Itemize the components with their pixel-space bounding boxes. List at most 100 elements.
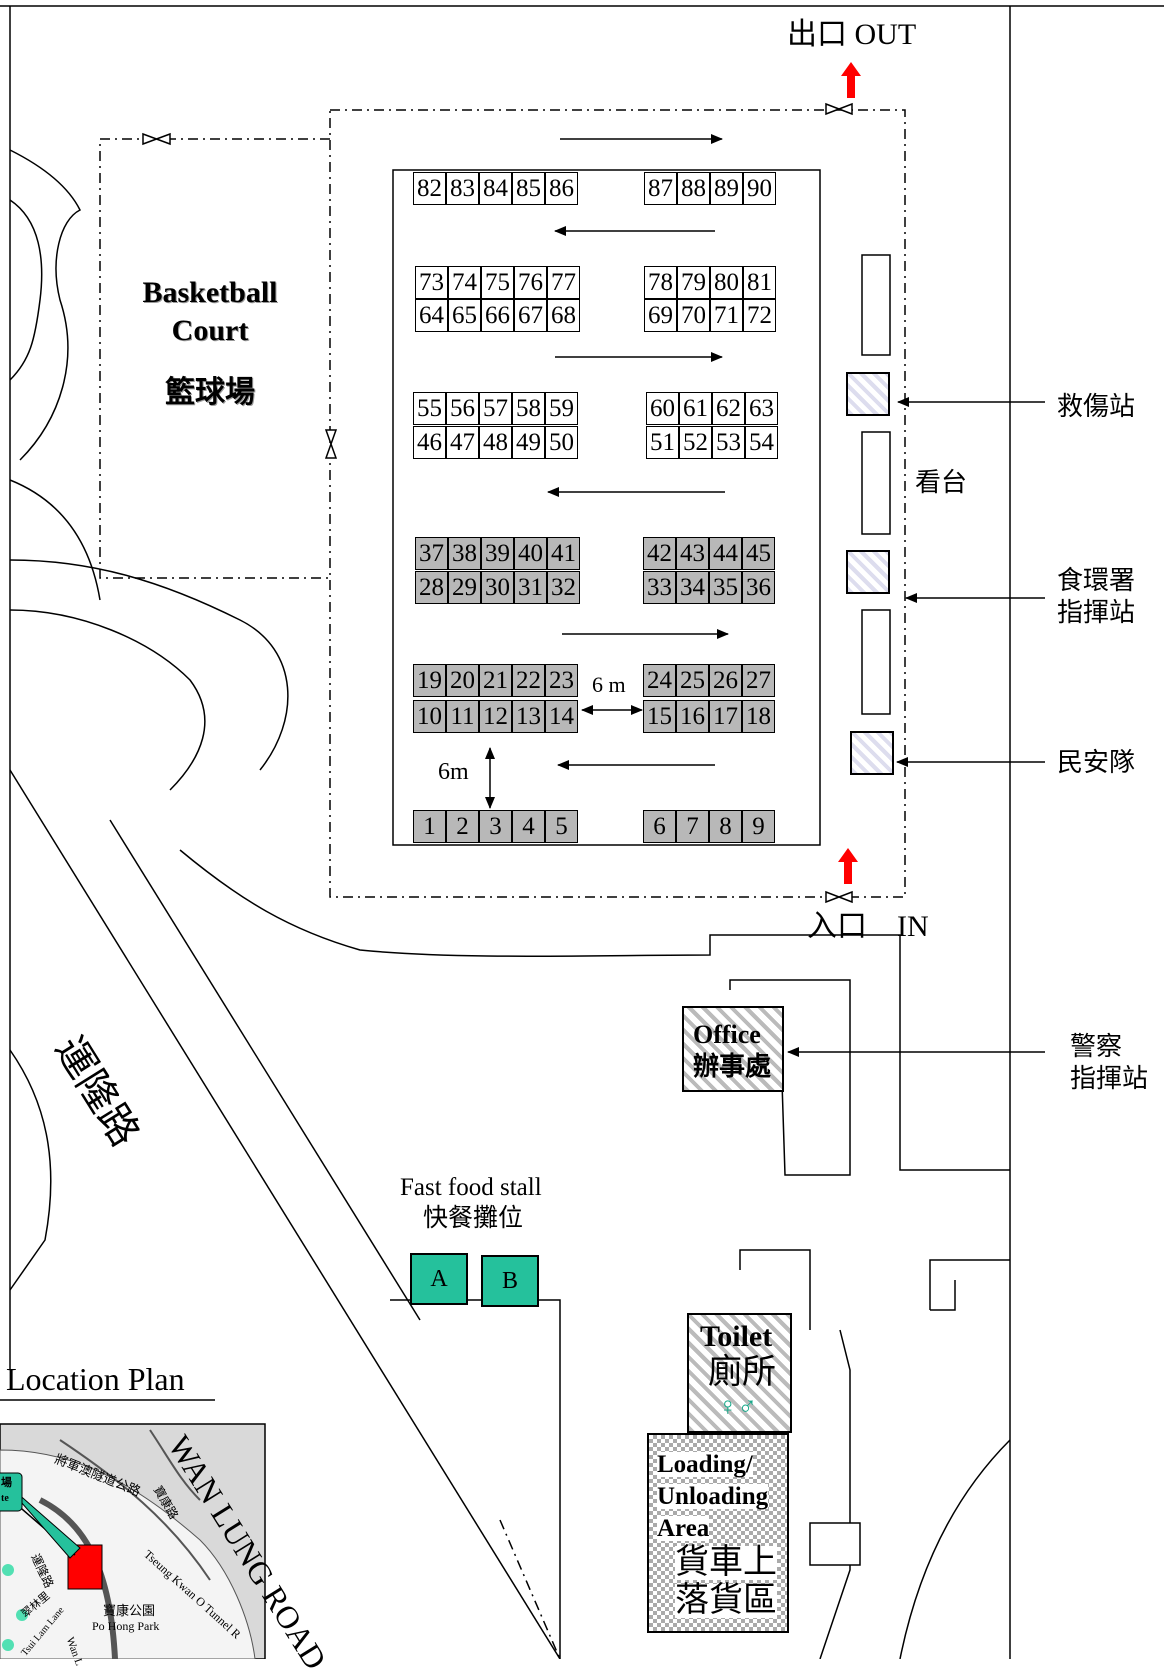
stall-3: 3 [479,810,512,843]
stall-53: 53 [712,426,745,459]
stall-78: 78 [644,266,677,299]
stall-34: 34 [676,571,709,604]
stall-39: 39 [481,537,514,570]
stall-52: 52 [679,426,712,459]
stall-13: 13 [512,700,545,733]
stall-81: 81 [743,266,776,299]
stall-51: 51 [646,426,679,459]
stall-12: 12 [479,700,512,733]
fast-food-label-cn: 快餐攤位 [423,1205,524,1232]
toilet-building [687,1313,792,1433]
stall-68: 68 [547,299,580,332]
stall-45: 45 [742,537,775,570]
exit-label: 出口 OUT [787,18,917,51]
stall-47: 47 [446,426,479,459]
toilet-label-cn: 廁所 [708,1354,776,1391]
stall-37: 37 [415,537,448,570]
cas-label: 民安隊 [1057,748,1136,777]
venue-boundary [99,109,906,898]
dimension-6m-vertical: 6m [438,759,469,785]
stall-8: 8 [709,810,742,843]
stall-77: 77 [547,266,580,299]
stall-55: 55 [413,392,446,425]
stall-90: 90 [743,172,776,205]
stall-73: 73 [415,266,448,299]
stall-4: 4 [512,810,545,843]
stall-89: 89 [710,172,743,205]
police-label-1: 警察 [1070,1032,1123,1061]
inset-badge-1: 場 [1,1477,12,1489]
stall-43: 43 [676,537,709,570]
market-area [392,169,821,846]
fehd-station [846,550,890,594]
office-building [682,1006,784,1092]
stall-17: 17 [709,700,742,733]
stall-69: 69 [644,299,677,332]
entrance-label-en: IN [897,910,929,943]
stall-56: 56 [446,392,479,425]
stall-62: 62 [712,392,745,425]
stall-60: 60 [646,392,679,425]
stall-88: 88 [677,172,710,205]
stall-16: 16 [676,700,709,733]
fehd-label-2: 指揮站 [1057,598,1136,627]
site-boundary [0,5,1164,1659]
stall-15: 15 [643,700,676,733]
road-curves [9,149,1011,1659]
stall-85: 85 [512,172,545,205]
stall-23: 23 [545,664,578,697]
dimension-6m-horizontal: 6 m [592,672,626,697]
stall-2: 2 [446,810,479,843]
stall-83: 83 [446,172,479,205]
office-label-en: Office [693,1020,761,1049]
stall-30: 30 [481,571,514,604]
location-plan-title: Location Plan [6,1361,185,1397]
stall-29: 29 [448,571,481,604]
stall-72: 72 [743,299,776,332]
fast-food-label-en: Fast food stall [400,1174,542,1201]
stall-80: 80 [710,266,743,299]
stall-35: 35 [709,571,742,604]
stall-70: 70 [677,299,710,332]
loading-label-cn-2: 落貨區 [675,1582,777,1619]
stall-63: 63 [745,392,778,425]
stall-67: 67 [514,299,547,332]
inset-badge-2: te [1,1493,9,1504]
stall-5: 5 [545,810,578,843]
stand-label: 看台 [915,468,968,497]
loading-label-1: Loading/ [657,1451,753,1478]
stall-87: 87 [644,172,677,205]
stall-1: 1 [413,810,446,843]
stall-61: 61 [679,392,712,425]
stall-48: 48 [479,426,512,459]
cas-station [850,731,894,775]
inset-park-cn: 寶康公園 [103,1603,156,1618]
stall-65: 65 [448,299,481,332]
stall-66: 66 [481,299,514,332]
stall-18: 18 [742,700,775,733]
stall-42: 42 [643,537,676,570]
stall-19: 19 [413,664,446,697]
lane-arrows [485,134,729,809]
stall-6: 6 [643,810,676,843]
police-label-2: 指揮站 [1070,1064,1149,1093]
stall-58: 58 [512,392,545,425]
first-aid-station [846,372,890,416]
toilet-label-en: Toilet [700,1320,773,1353]
stall-14: 14 [545,700,578,733]
stall-40: 40 [514,537,547,570]
stall-26: 26 [709,664,742,697]
stall-25: 25 [676,664,709,697]
stall-86: 86 [545,172,578,205]
fast-food-stall-a: A [410,1253,468,1305]
office-label-cn: 辦事處 [693,1052,772,1081]
stall-9: 9 [742,810,775,843]
stall-41: 41 [547,537,580,570]
stall-31: 31 [514,571,547,604]
pointer-arrows [787,397,1045,1057]
inset-park-en: Po Hong Park [92,1619,160,1633]
gate-symbols [142,102,853,904]
stall-75: 75 [481,266,514,299]
spectator-stand [809,254,891,1566]
